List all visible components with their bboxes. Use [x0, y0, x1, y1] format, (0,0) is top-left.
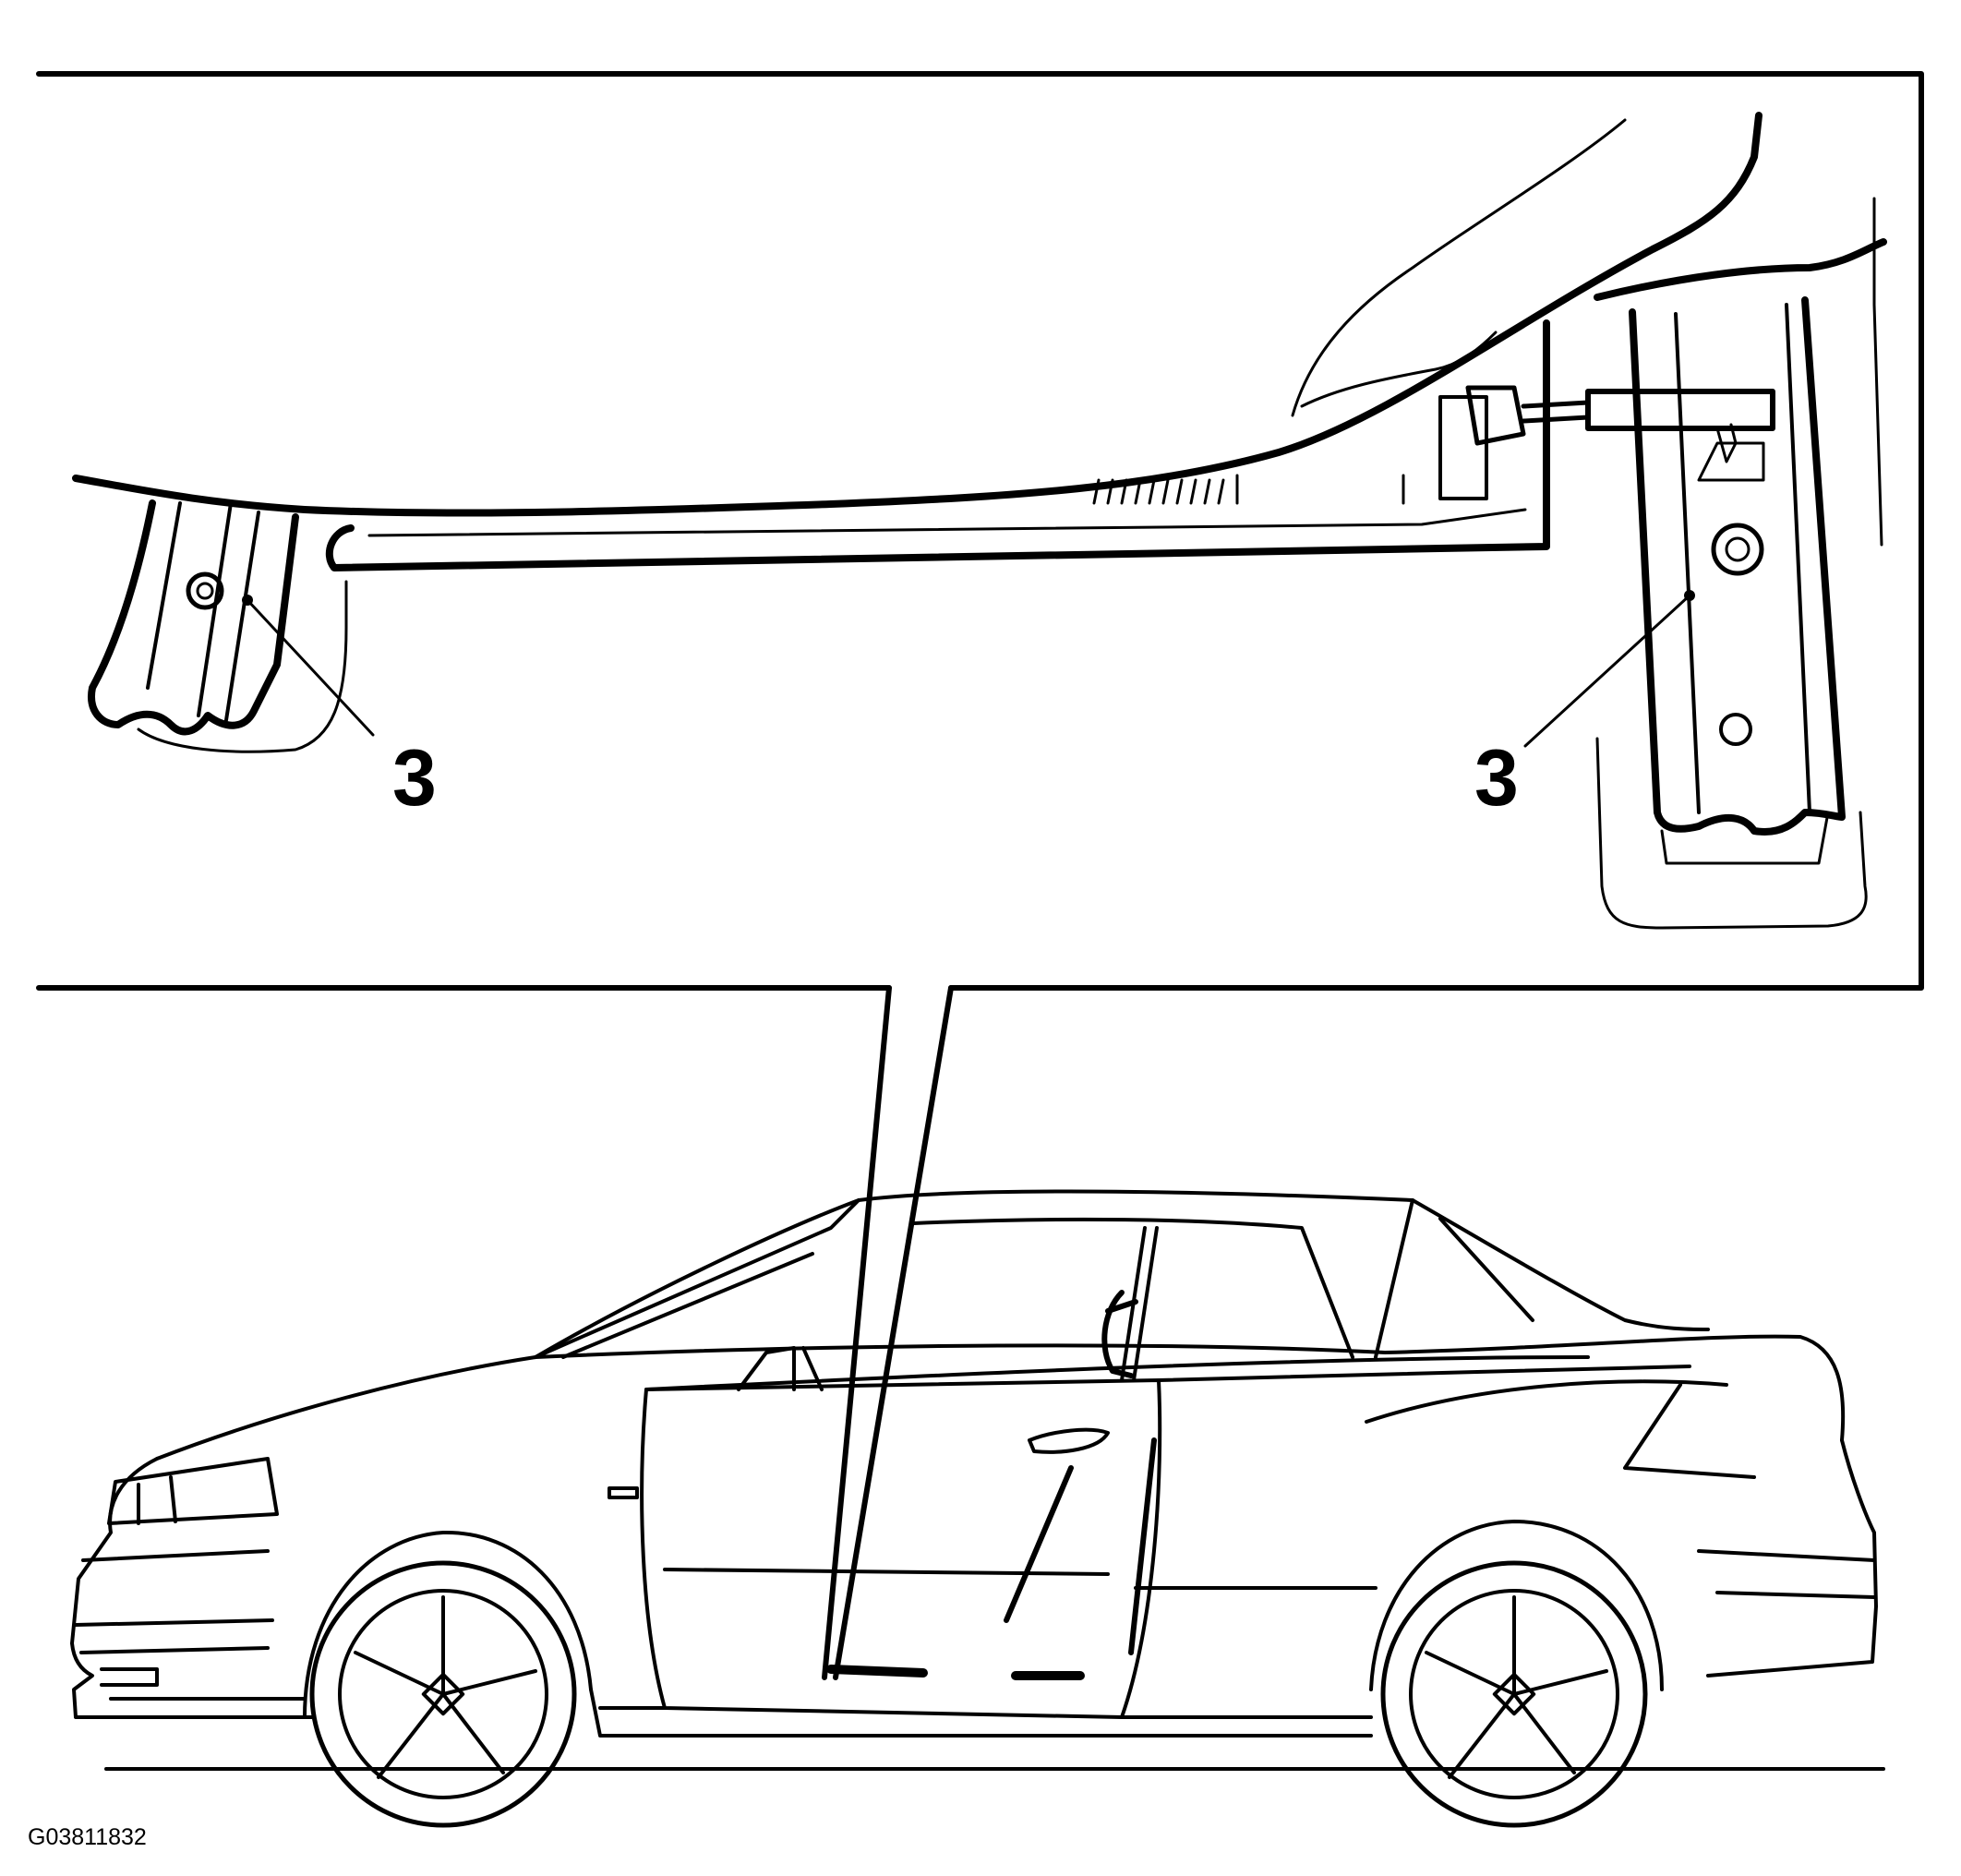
left-bolt — [186, 571, 224, 610]
front-wheel-arch — [303, 1530, 593, 1719]
rear-wheel-arch — [1369, 1520, 1664, 1691]
figure-id: G03811832 — [28, 1824, 147, 1850]
door-handle — [1028, 1427, 1110, 1454]
windshield — [534, 1198, 860, 1359]
sill-highlight — [826, 1665, 1085, 1680]
gas-strut — [1438, 385, 1775, 500]
right-bolt — [1711, 523, 1764, 576]
soft-top — [534, 1189, 1710, 1359]
detail-inset — [36, 71, 1924, 1680]
body-upper — [155, 1334, 1846, 1461]
door-edge — [1004, 1437, 1157, 1655]
trim-panel-top-right — [1594, 238, 1887, 301]
callout-label-left: 3 — [392, 734, 437, 823]
inset-frame — [36, 71, 1924, 991]
detail-pointer — [822, 985, 954, 1680]
fabric-fold — [1291, 118, 1627, 417]
trim-right-line — [1872, 197, 1883, 547]
rear-wheel — [1380, 1560, 1648, 1828]
trim-panel-edge — [72, 112, 1762, 517]
fabric-fold-2 — [1300, 331, 1498, 408]
rear-end — [1706, 1438, 1878, 1678]
front-end — [70, 1457, 307, 1719]
sill-strip-inner — [367, 508, 1527, 537]
callout-leader-right — [1523, 594, 1691, 748]
callout-leader-left — [246, 598, 375, 737]
grille — [74, 1549, 274, 1654]
rear-quarter — [1157, 1365, 1756, 1479]
right-bracket — [1595, 296, 1868, 930]
seat — [1101, 1290, 1138, 1378]
car-side-view — [70, 1189, 1885, 1828]
callout-label-right: 3 — [1474, 734, 1519, 823]
side-marker — [608, 1486, 639, 1499]
front-wheel — [309, 1560, 577, 1828]
left-bracket — [88, 499, 348, 753]
sill-strip — [325, 319, 1550, 571]
lower-body — [589, 1688, 1373, 1738]
sill-ribs — [1092, 474, 1405, 505]
right-stud — [1719, 713, 1752, 746]
headlight — [107, 1457, 279, 1525]
